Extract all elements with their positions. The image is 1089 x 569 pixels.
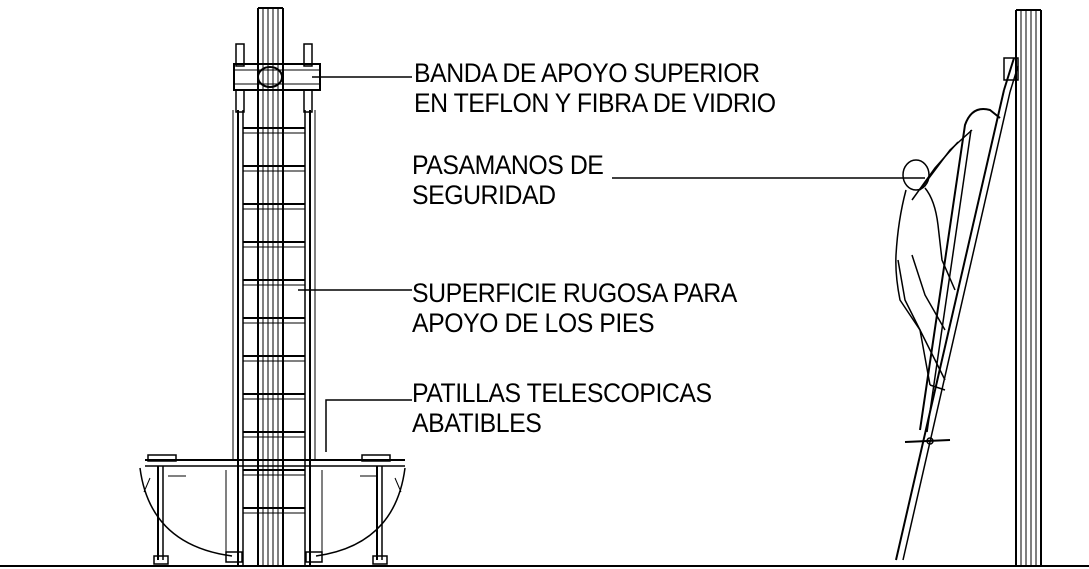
- surface-label: SUPERFICIE RUGOSA PARA APOYO DE LOS PIES: [412, 278, 737, 338]
- front-view: [139, 7, 412, 566]
- top-band-label-line1: BANDA DE APOYO SUPERIOR: [414, 58, 760, 88]
- pole-front: [257, 7, 284, 566]
- handrail-label-line1: PASAMANOS DE: [412, 150, 604, 180]
- climber-figure: [895, 129, 973, 391]
- leader-lines: [298, 76, 412, 452]
- leaning-ladder: [895, 57, 1019, 561]
- top-band-label-line2: EN TEFLON Y FIBRA DE VIDRIO: [414, 88, 776, 118]
- base-platform: [139, 454, 406, 565]
- legs-label: PATILLAS TELESCOPICAS ABATIBLES: [412, 378, 712, 438]
- legs-label-line1: PATILLAS TELESCOPICAS: [412, 378, 712, 408]
- pole-side: [1015, 9, 1042, 566]
- ladder-rails: [232, 110, 316, 566]
- side-view: [612, 9, 1042, 566]
- surface-label-line1: SUPERFICIE RUGOSA PARA: [412, 278, 737, 308]
- handrail-label-line2: SEGURIDAD: [412, 180, 556, 210]
- top-support-band: [233, 43, 321, 113]
- ladder-rungs: [243, 127, 305, 514]
- surface-label-line2: APOYO DE LOS PIES: [412, 308, 655, 338]
- legs-label-line2: ABATIBLES: [412, 408, 542, 438]
- top-band-label: BANDA DE APOYO SUPERIOR EN TEFLON Y FIBR…: [414, 58, 776, 118]
- handrail-label: PASAMANOS DE SEGURIDAD: [412, 150, 604, 210]
